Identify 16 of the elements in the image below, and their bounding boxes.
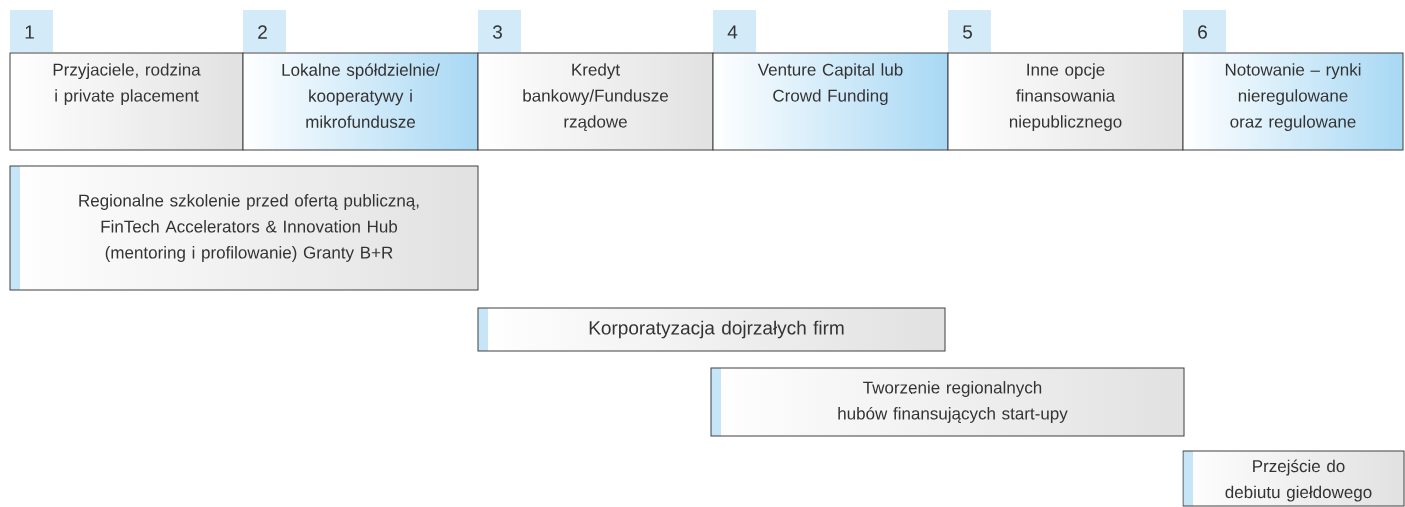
stage-box: Przyjaciele, rodzina i private placement [9,52,244,151]
initiative-bar: Przejście do debiutu giełdowego [1182,450,1405,507]
step-number: 4 [713,10,756,52]
step-number: 6 [1183,10,1226,52]
stage-box: Inne opcje finansowania niepublicznego [947,52,1184,151]
initiative-bar: Regionalne szkolenie przed ofertą publiczną, FinTech Accelerators & Innovation Hub (mentoring i profilowanie) Granty B+R [9,165,479,291]
initiative-bar: Tworzenie regionalnych hubów finansujących start-upy [710,367,1185,437]
step-number: 3 [478,10,521,52]
step-number: 1 [10,10,53,52]
step-number: 2 [243,10,286,52]
stage-box: Venture Capital lub Crowd Funding [712,52,949,151]
stage-box: Notowanie – rynki nieregulowane oraz regulowane [1182,52,1404,151]
stage-box: Kredyt bankowy/Fundusze rządowe [477,52,714,151]
stage-box: Lokalne spółdzielnie/ kooperatywy i mikrofundusze [242,52,479,151]
initiative-bar: Korporatyzacja dojrzałych firm [477,307,946,352]
step-number: 5 [948,10,991,52]
